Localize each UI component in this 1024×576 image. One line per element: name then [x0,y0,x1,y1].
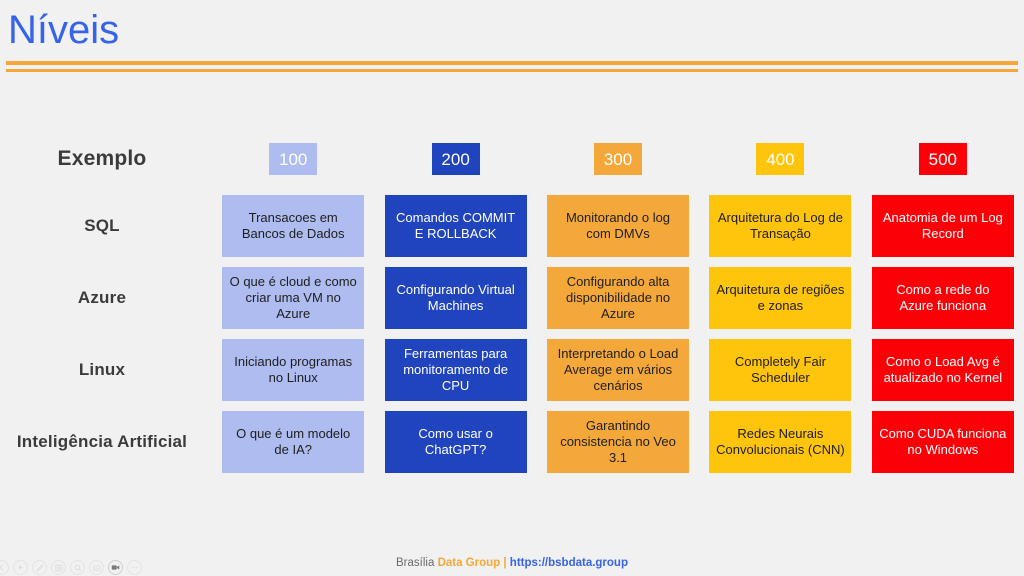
topic-card[interactable]: Configurando alta disponibilidade no Azu… [547,267,690,329]
cell-sql-300: Monitorando o log com DMVs [537,190,699,262]
matrix-row-azure: Azure O que é cloud e como criar uma VM … [0,262,1024,334]
topic-card[interactable]: Interpretando o Load Average em vários c… [547,339,690,401]
topic-card[interactable]: Ferramentas para monitoramento de CPU [384,339,527,401]
topic-card[interactable]: Como usar o ChatGPT? [384,411,527,473]
topic-card[interactable]: Redes Neurais Convolucionais (CNN) [709,411,852,473]
corner-label: Exemplo [57,147,147,171]
footer-url[interactable]: https://bsbdata.group [509,557,628,569]
level-header-200: 200 [374,128,536,190]
matrix-row-inteligencia-artificial: Inteligência Artificial O que é um model… [0,406,1024,478]
camera-icon[interactable] [108,560,123,575]
topic-card[interactable]: Arquitetura do Log de Transação [709,195,852,257]
topic-card[interactable]: Iniciando programas no Linux [222,339,365,401]
title-divider-thick-line [6,61,1018,65]
topic-card[interactable]: O que é cloud e como criar uma VM no Azu… [222,267,365,329]
cell-azure-400: Arquitetura de regiões e zonas [699,262,861,334]
topic-card[interactable]: Comandos COMMIT E ROLLBACK [384,195,527,257]
row-label-cell-inteligencia-artificial: Inteligência Artificial [0,406,212,478]
cell-azure-300: Configurando alta disponibilidade no Azu… [537,262,699,334]
cell-linux-200: Ferramentas para monitoramento de CPU [374,334,536,406]
topic-card[interactable]: Como a rede do Azure funciona [871,267,1014,329]
row-label-cell-sql: SQL [0,190,212,262]
cell-linux-400: Completely Fair Scheduler [699,334,861,406]
cell-sql-100: Transacoes em Bancos de Dados [212,190,374,262]
cell-ia-100: O que é um modelo de IA? [212,406,374,478]
topic-card[interactable]: Monitorando o log com DMVs [547,195,690,257]
matrix-header-row: Exemplo 100 200 300 400 500 [0,128,1024,190]
topic-card[interactable]: Completely Fair Scheduler [709,339,852,401]
slide-footer: Brasília Data Group | https://bsbdata.gr… [0,556,1024,570]
cell-linux-300: Interpretando o Load Average em vários c… [537,334,699,406]
topic-card[interactable]: Como CUDA funciona no Windows [871,411,1014,473]
title-divider [6,61,1018,72]
search-icon[interactable] [70,560,85,575]
cell-ia-500: Como CUDA funciona no Windows [862,406,1024,478]
cell-linux-500: Como o Load Avg é atualizado no Kernel [862,334,1024,406]
cell-ia-200: Como usar o ChatGPT? [374,406,536,478]
level-chip-300[interactable]: 300 [594,143,643,175]
level-header-400: 400 [699,128,861,190]
presenter-toolbar[interactable] [0,560,142,575]
footer-city: Brasília [396,557,438,569]
row-label-linux: Linux [78,359,126,379]
level-header-500: 500 [862,128,1024,190]
cell-sql-500: Anatomia de um Log Record [862,190,1024,262]
matrix-corner-cell: Exemplo [0,128,212,190]
slide-grid-icon[interactable] [51,560,66,575]
title-divider-thin-line [6,69,1018,72]
row-label-azure: Azure [77,287,127,307]
topic-card[interactable]: Anatomia de um Log Record [871,195,1014,257]
topic-card[interactable]: Garantindo consistencia no Veo 3.1 [547,411,690,473]
captions-icon[interactable] [89,560,104,575]
topic-card[interactable]: Como o Load Avg é atualizado no Kernel [871,339,1014,401]
row-label-inteligencia-artificial: Inteligência Artificial [16,431,188,451]
footer-brand: Data Group [437,557,501,569]
footer-separator: | [500,557,510,569]
topic-card[interactable]: Transacoes em Bancos de Dados [222,195,365,257]
cell-azure-200: Configurando Virtual Machines [374,262,536,334]
cell-linux-100: Iniciando programas no Linux [212,334,374,406]
level-header-300: 300 [537,128,699,190]
topic-card[interactable]: O que é um modelo de IA? [222,411,365,473]
matrix-row-sql: SQL Transacoes em Bancos de Dados Comand… [0,190,1024,262]
page-title: Níveis [8,8,120,52]
level-chip-400[interactable]: 400 [756,143,805,175]
topic-card[interactable]: Configurando Virtual Machines [384,267,527,329]
level-header-100: 100 [212,128,374,190]
previous-slide-icon[interactable] [0,560,9,575]
cell-ia-400: Redes Neurais Convolucionais (CNN) [699,406,861,478]
row-label-sql: SQL [84,215,120,235]
cell-ia-300: Garantindo consistencia no Veo 3.1 [537,406,699,478]
level-chip-500[interactable]: 500 [918,143,967,175]
matrix-row-linux: Linux Iniciando programas no Linux Ferra… [0,334,1024,406]
topic-card[interactable]: Arquitetura de regiões e zonas [709,267,852,329]
row-label-cell-linux: Linux [0,334,212,406]
level-chip-200[interactable]: 200 [431,143,480,175]
level-chip-100[interactable]: 100 [269,143,318,175]
play-icon[interactable] [13,560,28,575]
levels-matrix: Exemplo 100 200 300 400 500 SQL Transaco… [0,128,1024,478]
pen-icon[interactable] [32,560,47,575]
cell-azure-500: Como a rede do Azure funciona [862,262,1024,334]
more-options-icon[interactable] [127,560,142,575]
cell-sql-400: Arquitetura do Log de Transação [699,190,861,262]
cell-sql-200: Comandos COMMIT E ROLLBACK [374,190,536,262]
row-label-cell-azure: Azure [0,262,212,334]
cell-azure-100: O que é cloud e como criar uma VM no Azu… [212,262,374,334]
